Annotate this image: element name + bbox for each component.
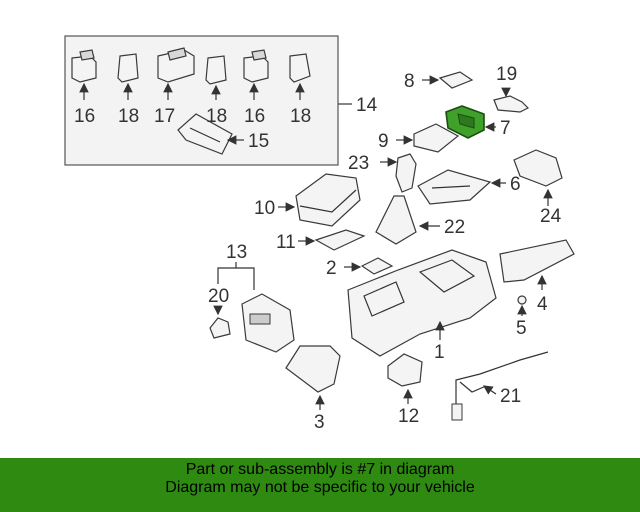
callout-16-left: 16 <box>74 106 95 127</box>
callout-24: 24 <box>540 206 562 227</box>
callout-14: 14 <box>356 95 378 116</box>
callout-10: 10 <box>254 198 275 219</box>
callout-22: 22 <box>444 217 465 238</box>
callout-3: 3 <box>314 412 325 433</box>
banner-line-2: Diagram may not be specific to your vehi… <box>165 479 475 496</box>
switch-18-left[interactable] <box>117 53 139 100</box>
banner-line-1: Part or sub-assembly is #7 in diagram <box>185 461 455 478</box>
part-24-bracket[interactable] <box>513 149 563 206</box>
callout-16-right: 16 <box>244 106 265 127</box>
part-21-wiring-harness[interactable] <box>451 351 549 421</box>
switch-bezel[interactable] <box>177 113 244 155</box>
callout-12: 12 <box>398 406 419 427</box>
part-22-shift-boot[interactable] <box>375 195 440 245</box>
callout-15: 15 <box>248 131 269 152</box>
part-23-shift-knob[interactable] <box>380 153 417 193</box>
callout-17: 17 <box>154 106 175 127</box>
part-11-mat[interactable] <box>298 229 366 251</box>
switch-16-right[interactable] <box>243 49 269 100</box>
part-6-shifter-base[interactable] <box>417 169 506 205</box>
part-7-highlighted[interactable] <box>445 105 496 139</box>
callout-9: 9 <box>378 131 389 152</box>
switch-18-right[interactable] <box>289 53 311 100</box>
part-12-holder[interactable] <box>387 353 423 404</box>
callout-18-middle: 18 <box>206 106 227 127</box>
callout-11: 11 <box>276 232 296 253</box>
callout-4: 4 <box>537 294 548 315</box>
part-5-clip[interactable] <box>517 295 527 316</box>
callout-19: 19 <box>496 64 517 85</box>
part-20-clip[interactable] <box>209 305 231 339</box>
callout-21: 21 <box>500 386 521 407</box>
callout-1: 1 <box>434 342 445 363</box>
callout-7: 7 <box>500 118 511 139</box>
callout-23: 23 <box>348 153 369 174</box>
callout-8: 8 <box>404 71 415 92</box>
callout-13: 13 <box>226 242 247 263</box>
switch-17[interactable] <box>157 47 195 100</box>
callout-20: 20 <box>208 286 229 307</box>
callout-6: 6 <box>510 174 521 195</box>
parts-diagram: 16 18 17 18 16 18 15 14 8 19 7 9 23 6 <box>64 35 575 433</box>
callout-2: 2 <box>326 258 337 279</box>
callout-5: 5 <box>516 318 527 339</box>
part-rear-panel[interactable] <box>241 293 295 353</box>
part-4-side-trim[interactable] <box>499 239 575 290</box>
part-9-indicator[interactable] <box>396 123 460 153</box>
part-19-connector[interactable] <box>493 87 530 113</box>
part-8-pad[interactable] <box>422 71 474 89</box>
part-10-armrest-lid[interactable] <box>278 173 361 227</box>
part-1-console-body[interactable] <box>347 249 497 357</box>
callout-18-right: 18 <box>290 106 311 127</box>
switch-18-middle[interactable] <box>205 55 227 100</box>
info-banner: Part or sub-assembly is #7 in diagram Di… <box>0 458 640 512</box>
callout-18-left: 18 <box>118 106 139 127</box>
part-2-pad[interactable] <box>344 257 394 275</box>
part-3-bracket[interactable] <box>285 345 341 410</box>
switch-16-left[interactable] <box>71 49 97 100</box>
